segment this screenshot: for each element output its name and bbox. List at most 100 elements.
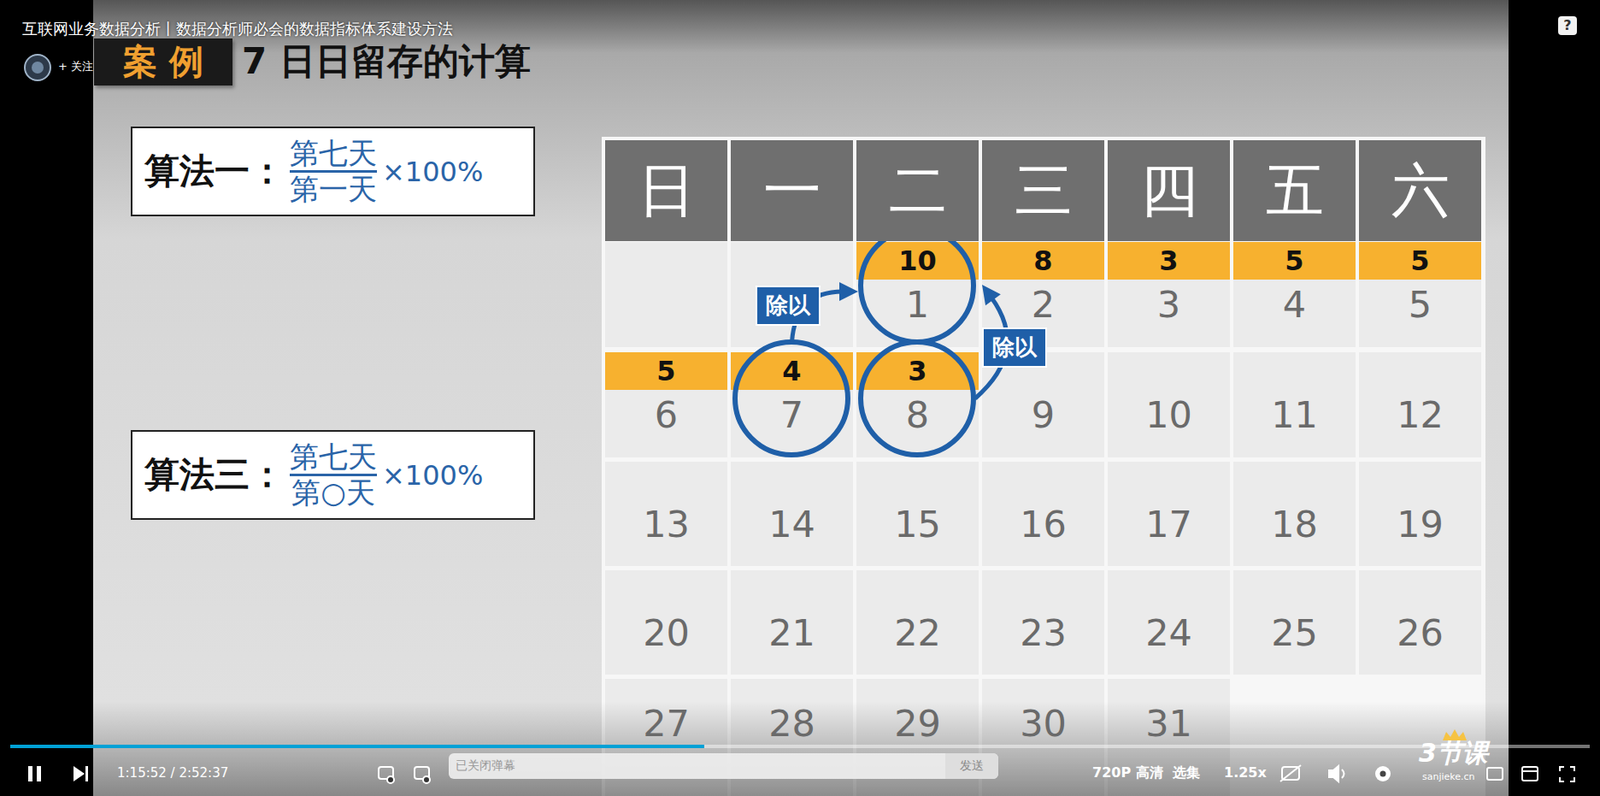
empty-cell bbox=[730, 241, 853, 348]
day-number: 9 bbox=[982, 392, 1105, 437]
progress-played bbox=[10, 744, 705, 748]
danmaku-input: 已关闭弹幕 发送 bbox=[448, 752, 999, 779]
weekday-header: 一 bbox=[730, 140, 853, 242]
day-number: 11 bbox=[1233, 392, 1356, 437]
watermark-url: sanjieke.cn bbox=[1422, 771, 1476, 783]
user-count-band: 3 bbox=[856, 352, 979, 390]
cell-fill bbox=[856, 241, 979, 348]
calendar-day-cell: 12 bbox=[1358, 352, 1482, 458]
cell-fill bbox=[982, 570, 1105, 675]
band-fill bbox=[982, 241, 1105, 280]
weekday-header: 五 bbox=[1233, 140, 1356, 242]
cell-fill bbox=[1358, 570, 1482, 675]
weekday-header: 四 bbox=[1107, 140, 1230, 242]
case-tag: 案 例 bbox=[94, 38, 233, 86]
watermark-logo: 3节课 bbox=[1418, 738, 1489, 769]
progress-track bbox=[10, 744, 1590, 748]
weekday-header-text: 一 bbox=[763, 161, 822, 220]
calendar-day-cell: 11 bbox=[1233, 352, 1356, 458]
day-number: 8 bbox=[856, 392, 979, 437]
player-shade bbox=[0, 700, 1600, 796]
day-number: 18 bbox=[1233, 501, 1356, 547]
day-number: 26 bbox=[1358, 610, 1482, 655]
calendar-day-cell: 45 bbox=[1233, 241, 1356, 348]
user-count-band: 5 bbox=[605, 352, 728, 390]
danmaku-off-icon bbox=[1280, 764, 1301, 782]
cell-fill bbox=[1233, 461, 1356, 566]
fullscreen-icon bbox=[1559, 766, 1575, 782]
algorithm-label: 算法三： bbox=[144, 451, 285, 499]
weekday-header-text: 二 bbox=[888, 161, 948, 220]
arrow-head bbox=[982, 284, 1001, 306]
formula-box: 算法一：第七天第一天×100% bbox=[130, 126, 536, 217]
day-number: 4 bbox=[1233, 282, 1356, 327]
fraction-bar bbox=[289, 170, 377, 173]
cell-fill bbox=[982, 461, 1105, 566]
calendar-day-cell: 83 bbox=[856, 352, 979, 458]
day-number: 20 bbox=[605, 610, 728, 655]
cell-fill bbox=[1358, 241, 1482, 348]
user-count-band-text: 5 bbox=[1410, 241, 1430, 280]
day-number: 19 bbox=[1358, 501, 1482, 547]
user-count-band: 5 bbox=[1233, 241, 1356, 280]
percent-factor: ×100% bbox=[382, 155, 483, 189]
cell-fill bbox=[856, 352, 979, 458]
pause-icon bbox=[28, 765, 42, 782]
calendar-day-cell: 26 bbox=[1358, 570, 1482, 675]
danmaku-icon bbox=[378, 766, 395, 783]
day-number: 16 bbox=[982, 501, 1105, 547]
day-number: 10 bbox=[1107, 392, 1230, 437]
cell-fill bbox=[1107, 461, 1230, 566]
playback-speed: 1.25x bbox=[1223, 764, 1267, 781]
user-count-band-text: 5 bbox=[656, 352, 676, 390]
day-number: 1 bbox=[856, 282, 979, 327]
edge-label: 除以 bbox=[755, 285, 821, 326]
calendar-day-cell: 110 bbox=[856, 241, 979, 348]
user-count-band-text: 10 bbox=[898, 241, 937, 280]
follow-button: + 关注 bbox=[58, 60, 94, 74]
calendar-day-cell: 17 bbox=[1107, 461, 1230, 566]
day-number: 25 bbox=[1233, 610, 1356, 655]
calendar-day-cell: 55 bbox=[1358, 241, 1482, 348]
calendar-day-cell: 65 bbox=[605, 352, 728, 458]
user-count-band: 3 bbox=[1107, 241, 1230, 280]
day-number: 17 bbox=[1107, 501, 1230, 547]
calendar-ground bbox=[601, 136, 1486, 796]
day-number: 30 bbox=[982, 700, 1105, 746]
percent-factor: ×100% bbox=[382, 458, 483, 492]
cell-fill bbox=[1233, 570, 1356, 675]
top-shade bbox=[0, 0, 1600, 53]
slide bbox=[93, 0, 1509, 796]
weekday-header-text: 四 bbox=[1140, 161, 1199, 220]
fraction-bar bbox=[289, 473, 377, 477]
cell-fill bbox=[1233, 352, 1356, 458]
user-count-band-text: 8 bbox=[1033, 241, 1053, 280]
cell-fill bbox=[730, 570, 853, 675]
day-number: 15 bbox=[856, 501, 979, 547]
user-count-band-text: 3 bbox=[1158, 241, 1178, 280]
day-number: 13 bbox=[605, 501, 728, 547]
band-fill bbox=[1358, 241, 1482, 280]
video-title: 互联网业务数据分析丨数据分析师必会的数据指标体系建设方法 bbox=[22, 20, 453, 39]
weekday-header: 日 bbox=[605, 140, 728, 242]
day-number: 3 bbox=[1107, 282, 1230, 327]
danmaku-input-text: 已关闭弹幕 bbox=[455, 758, 516, 774]
cell-fill bbox=[1358, 352, 1482, 458]
band-fill bbox=[1233, 241, 1356, 280]
calendar-day-cell: 20 bbox=[605, 570, 728, 675]
calendar-day-cell: 15 bbox=[856, 461, 979, 566]
cell-fill bbox=[730, 461, 853, 566]
cell-fill bbox=[1107, 241, 1230, 348]
calendar-day-cell: 74 bbox=[730, 352, 853, 458]
day-number: 28 bbox=[730, 700, 853, 746]
day-number: 23 bbox=[982, 610, 1105, 655]
denominator: 第○天 bbox=[291, 476, 376, 509]
slide-title: 7 日日留存的计算 bbox=[241, 37, 531, 86]
play-time: 1:15:52 / 2:52:37 bbox=[117, 765, 229, 781]
cell-fill bbox=[605, 570, 728, 675]
cell-fill bbox=[1107, 352, 1230, 458]
calendar-day-cell: 22 bbox=[856, 570, 979, 675]
user-count-band-text: 3 bbox=[907, 352, 927, 390]
send-button-text: 发送 bbox=[959, 758, 984, 774]
cell-fill bbox=[605, 461, 728, 566]
